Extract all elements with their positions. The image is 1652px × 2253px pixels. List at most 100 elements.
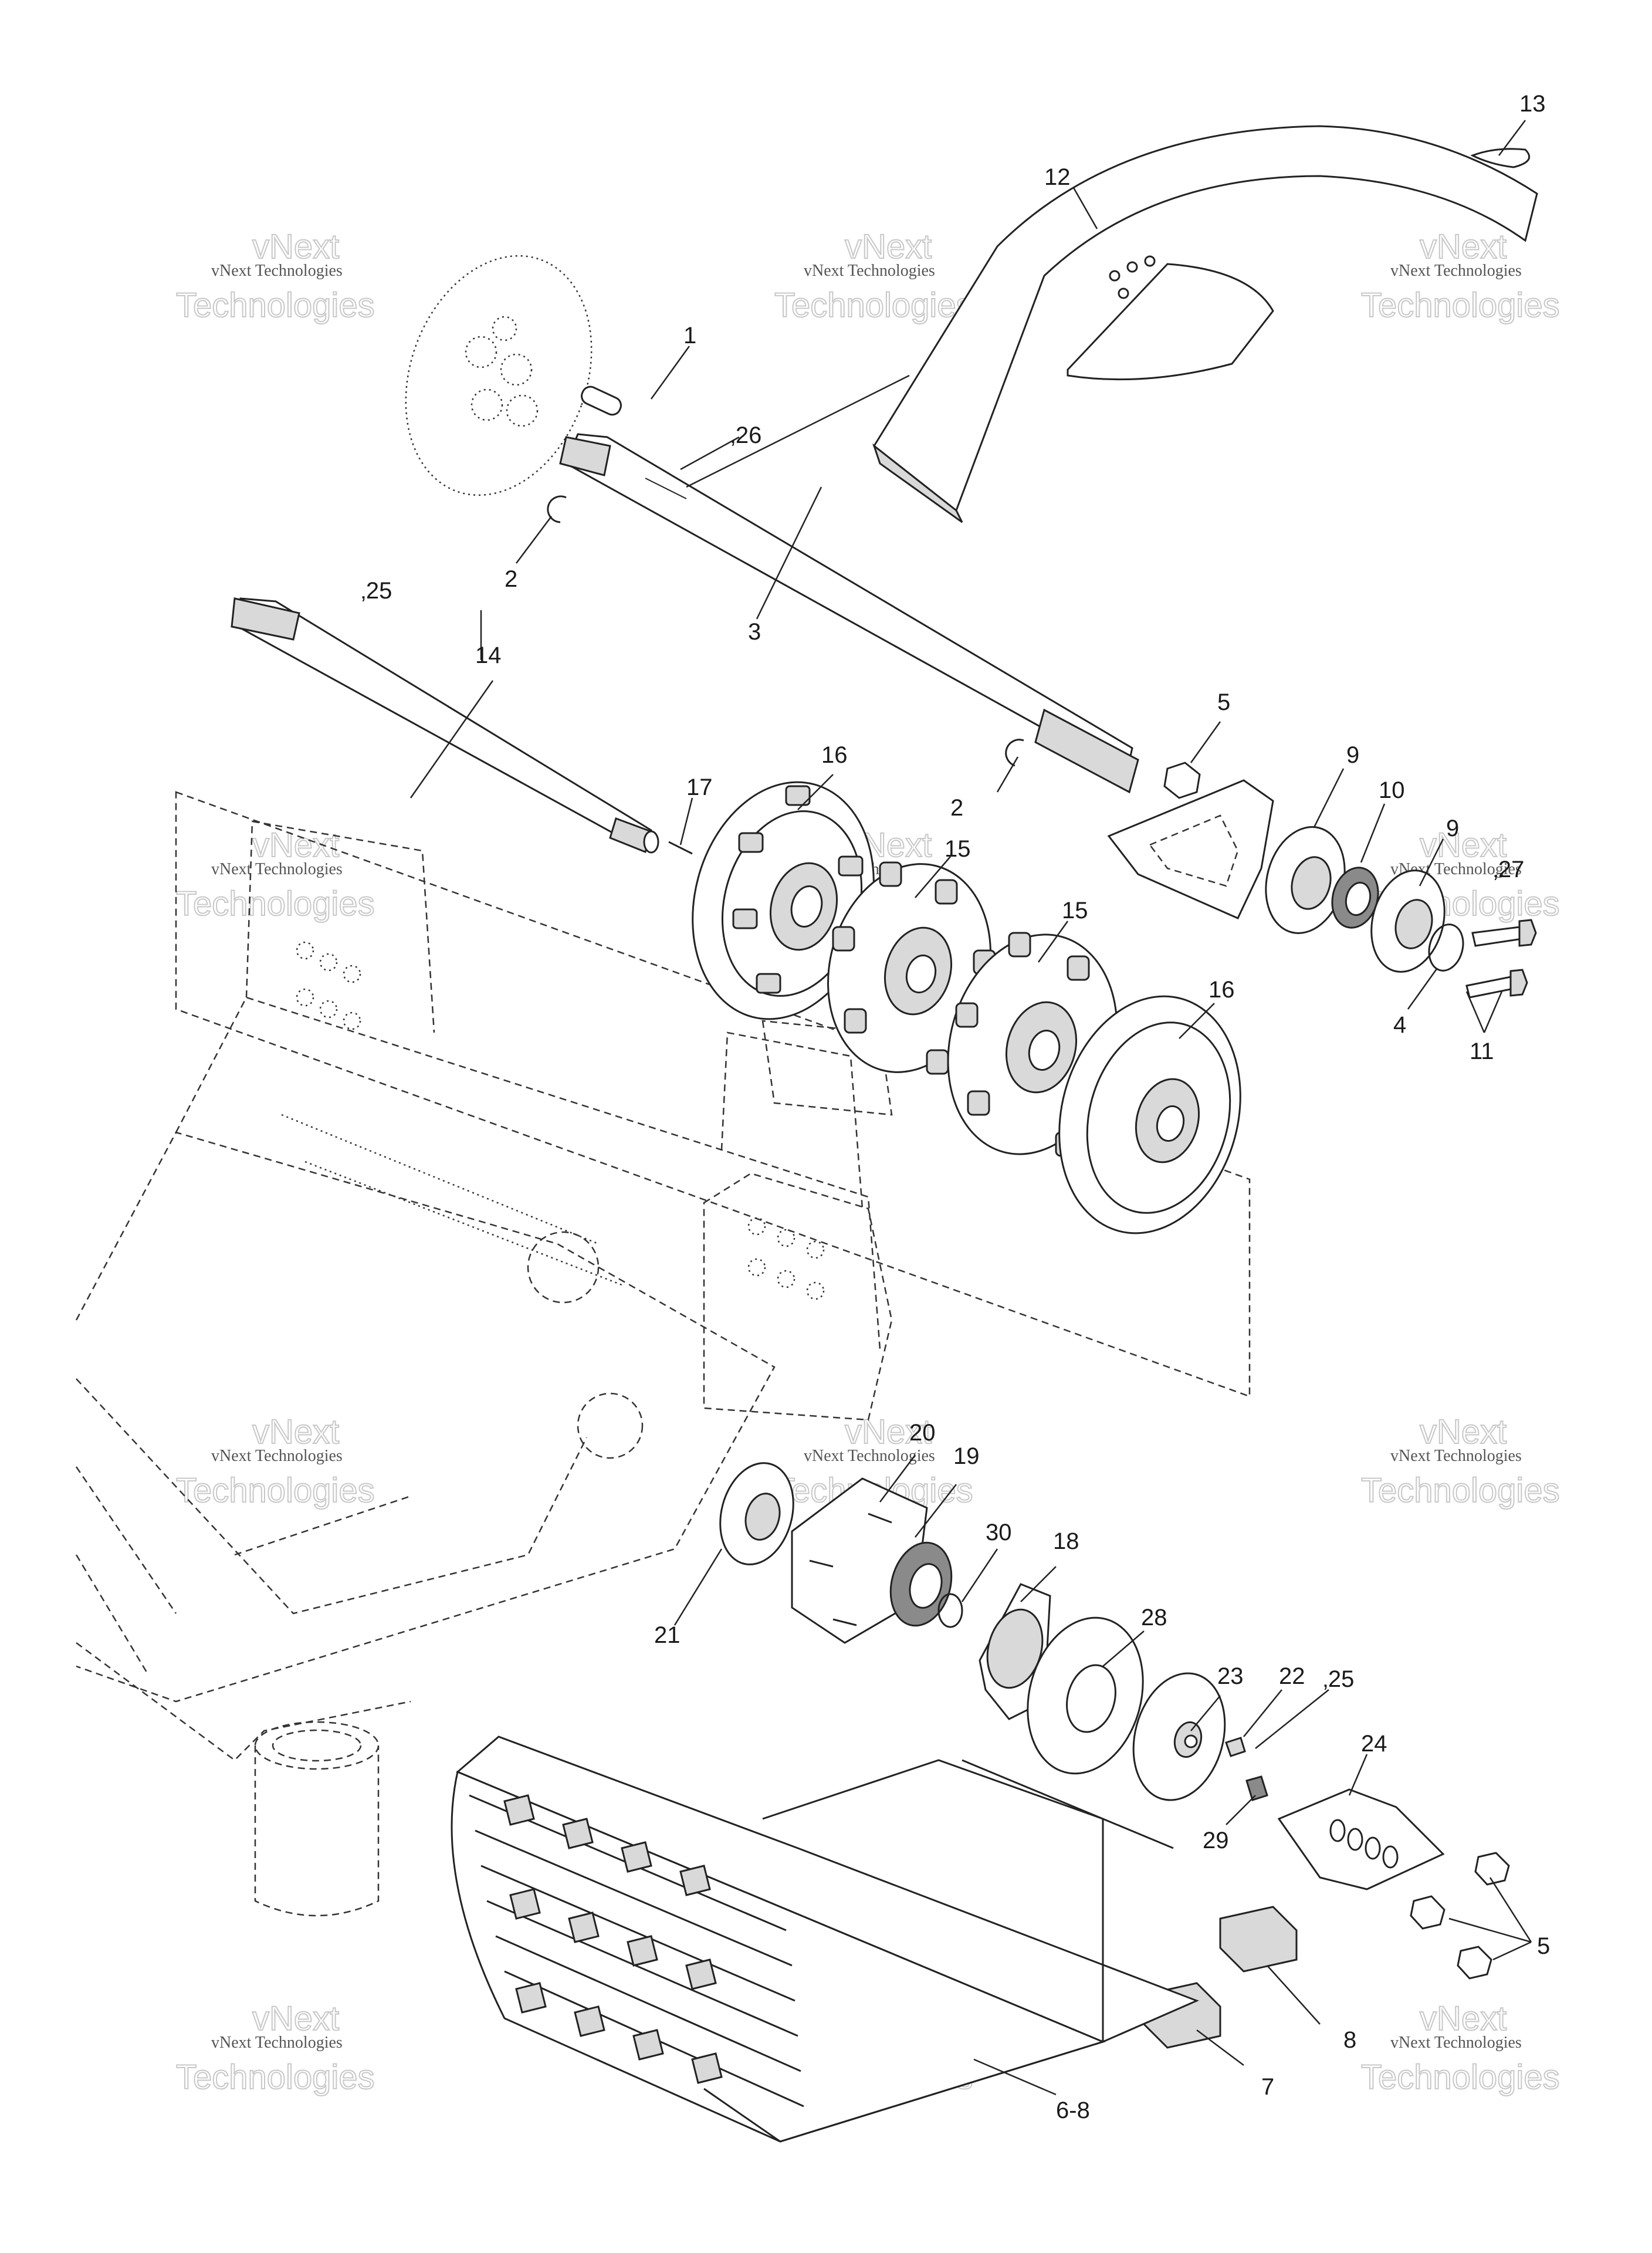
callout-22: 22 (1279, 1663, 1305, 1689)
part-5-nut-lower-1 (1474, 1852, 1510, 1886)
svg-text:vNext Technologies: vNext Technologies (211, 262, 343, 280)
axle-hole (527, 1231, 600, 1304)
callout-25-lower: ‚25 (1323, 1666, 1354, 1692)
part-8-slider-block (1219, 1906, 1298, 1973)
part-5-nut-lower-3 (1457, 1946, 1492, 1980)
callout-25-upper: ‚25 (361, 578, 392, 604)
watermark-top-right: vNext Technologies vNext Technologies (1360, 227, 1560, 325)
svg-text:vNext Technologies: vNext Technologies (211, 1447, 343, 1465)
svg-text:vNext: vNext (845, 228, 932, 266)
svg-text:vNext: vNext (1420, 228, 1507, 266)
callout-10: 10 (1379, 777, 1405, 803)
part-16-wheel-right (1058, 995, 1241, 1234)
callout-30: 30 (986, 1520, 1012, 1545)
part-24-tensioner-bracket (1277, 1788, 1445, 1890)
callout-27: ‚27 (1493, 857, 1524, 882)
callout-26: ‚26 (730, 422, 761, 448)
part-14-shaft (231, 597, 659, 854)
track-front (451, 1770, 1106, 2143)
callout-2-upper: 2 (505, 566, 517, 592)
callout-11: 11 (1470, 1038, 1494, 1064)
callout-21: 21 (654, 1622, 681, 1648)
part-1-key (581, 385, 622, 416)
bearing-housing-plate (1107, 779, 1274, 919)
callout-15-right: 15 (1062, 898, 1088, 923)
chassis-phantom (75, 791, 1251, 1917)
tunnel-outline (75, 1131, 776, 1703)
part-9-flange-right (1370, 870, 1446, 973)
watermark-bottom-left: vNext Technologies vNext Technologies (175, 1999, 375, 2097)
guard-base (872, 443, 963, 523)
watermark-top-center: vNext Technologies vNext Technologies (774, 227, 974, 325)
part-29-spring (1245, 1775, 1268, 1801)
callout-labels: 1 2 2 3 4 5 5 6-8 7 8 9 9 10 11 12 13 14… (361, 91, 1550, 2123)
part-4-ring (1428, 923, 1464, 972)
part-5-nut-upper (1163, 762, 1201, 799)
shaft-spline-right (1034, 708, 1139, 794)
shaft-end (609, 817, 654, 853)
watermark-bottom-right: vNext Technologies vNext Technologies (1360, 1999, 1560, 2097)
rivet-row (281, 1114, 622, 1286)
svg-text:Technologies: Technologies (176, 286, 375, 324)
callout-28: 28 (1141, 1605, 1167, 1630)
svg-text:Technologies: Technologies (176, 885, 375, 923)
svg-text:Technologies: Technologies (1361, 2058, 1560, 2096)
part-11-bolts (1465, 919, 1537, 999)
drive-axle-outline (175, 791, 1251, 1398)
hitch-post-top (254, 1721, 380, 1770)
part-23-hub (1132, 1672, 1226, 1801)
svg-text:vNext Technologies: vNext Technologies (804, 1447, 935, 1465)
part-2-circlip-upper (547, 495, 567, 523)
part-13-clip (1470, 148, 1531, 168)
part-3-drive-shaft (559, 433, 1139, 794)
callout-6-8: 6-8 (1056, 2098, 1090, 2123)
svg-text:Technologies: Technologies (774, 286, 973, 324)
svg-text:vNext: vNext (1420, 2000, 1507, 2038)
tunnel-top (175, 996, 881, 1350)
part-5-nut-lower-2 (1410, 1895, 1446, 1930)
callout-29: 29 (1203, 1828, 1229, 1853)
hitch-post-body (254, 1745, 380, 1917)
callout-15-left: 15 (945, 836, 971, 862)
svg-text:Technologies: Technologies (176, 2058, 375, 2096)
axle-hole-lower (577, 1392, 644, 1459)
guard-window (1067, 263, 1274, 381)
part-2-circlip-lower (1005, 739, 1024, 767)
svg-text:vNext: vNext (252, 2000, 339, 2038)
svg-text:Technologies: Technologies (176, 1471, 375, 1510)
svg-text:vNext: vNext (252, 228, 339, 266)
svg-text:vNext Technologies: vNext Technologies (211, 2034, 343, 2052)
callout-16-right: 16 (1208, 977, 1235, 1003)
svg-text:vNext: vNext (252, 826, 339, 864)
watermark-top-left: vNext Technologies vNext Technologies (175, 227, 375, 325)
hitch-post-inner (272, 1729, 362, 1762)
watermark-lower-right: vNext Technologies vNext Technologies (1360, 1412, 1560, 1510)
callout-7: 7 (1261, 2074, 1274, 2100)
tunnel-ribs (75, 1466, 411, 1673)
callout-1: 1 (683, 323, 696, 349)
watermark-mid-left: vNext Technologies vNext Technologies (175, 826, 375, 923)
callout-16-left: 16 (821, 742, 848, 768)
svg-text:vNext Technologies: vNext Technologies (1390, 262, 1522, 280)
callout-2-lower: 2 (950, 795, 963, 821)
callout-8: 8 (1343, 2027, 1356, 2053)
leader-lines (409, 120, 1532, 2096)
callout-3: 3 (748, 619, 761, 645)
svg-text:vNext Technologies: vNext Technologies (1390, 2034, 1522, 2052)
svg-text:vNext: vNext (1420, 1413, 1507, 1451)
callout-17: 17 (686, 774, 713, 800)
svg-text:vNext Technologies: vNext Technologies (211, 860, 343, 878)
callout-18: 18 (1053, 1528, 1079, 1554)
part-17-pin (668, 841, 693, 855)
callout-12: 12 (1044, 164, 1071, 190)
part-21-collar (719, 1462, 794, 1565)
svg-text:vNext Technologies: vNext Technologies (1390, 1447, 1522, 1465)
bearing-plate (703, 1172, 893, 1421)
callout-5-lower: 5 (1537, 1933, 1550, 1959)
part-10-bearing (1331, 867, 1379, 929)
callout-5-upper: 5 (1217, 689, 1230, 715)
svg-text:vNext Technologies: vNext Technologies (804, 262, 935, 280)
left-side-plate (245, 820, 435, 1033)
svg-text:vNext: vNext (252, 1413, 339, 1451)
